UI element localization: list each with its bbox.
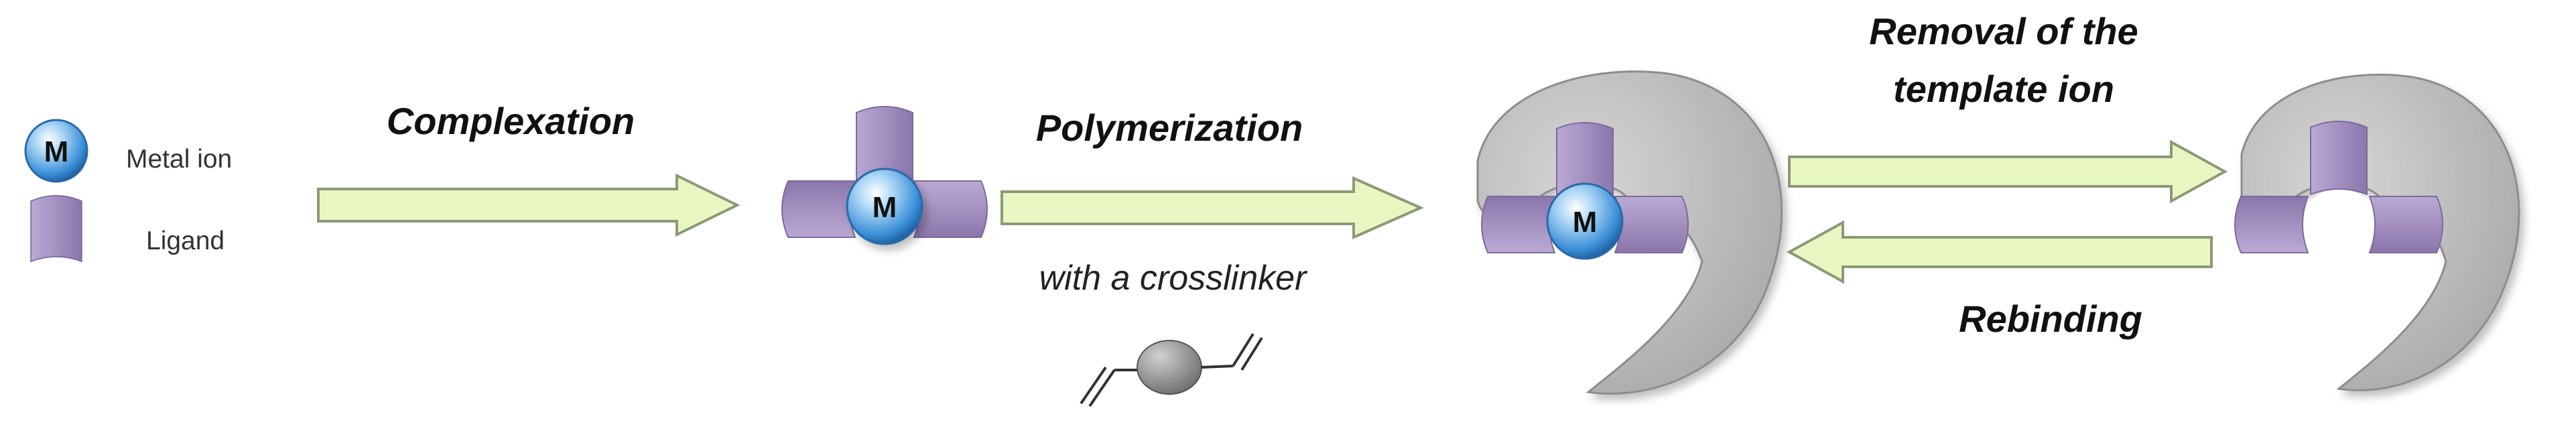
ligand-icon	[1614, 196, 1689, 253]
legend-metal-label: Metal ion	[126, 145, 232, 174]
crosslinker-note: with a crosslinker	[1039, 259, 1308, 298]
empty-binding-site	[2303, 188, 2375, 261]
polymerization-label: Polymerization	[1036, 107, 1303, 149]
metal-ion-icon	[1546, 182, 1624, 260]
removal-label-line1: Removal of the	[1869, 10, 2138, 52]
removal-label-line2: template ion	[1893, 68, 2114, 110]
removal-arrow	[1788, 139, 2228, 204]
complexation-arrow	[317, 173, 740, 237]
rebinding-label: Rebinding	[1959, 298, 2142, 340]
imprinted-polymer-with-template: M	[1476, 70, 1783, 395]
ligand-icon	[1481, 196, 1555, 253]
ligand-icon	[2310, 121, 2368, 195]
ligand-icon	[2369, 196, 2443, 253]
imprinted-cavity	[2234, 73, 2520, 391]
crosslinker-molecule-icon	[1080, 332, 1263, 408]
legend: M Metal ion Ligand	[24, 119, 232, 262]
ligand-icon	[781, 180, 856, 238]
polymer-metal-symbol: M	[1573, 206, 1598, 239]
ligand-icon	[913, 180, 988, 238]
legend-ligand-label: Ligand	[146, 227, 224, 255]
legend-metal-symbol: M	[44, 135, 69, 168]
metal-ion-legend-icon: M	[24, 119, 88, 183]
complex-metal-symbol: M	[873, 191, 897, 224]
metal-ion-icon	[846, 168, 923, 245]
complexation-label: Complexation	[387, 100, 635, 142]
polymerization-arrow	[1001, 176, 1424, 240]
ligand-icon	[2234, 196, 2309, 253]
ligand-legend-icon	[30, 194, 82, 262]
metal-ligand-complex: M	[781, 106, 988, 245]
rebinding-arrow	[1786, 220, 2213, 284]
